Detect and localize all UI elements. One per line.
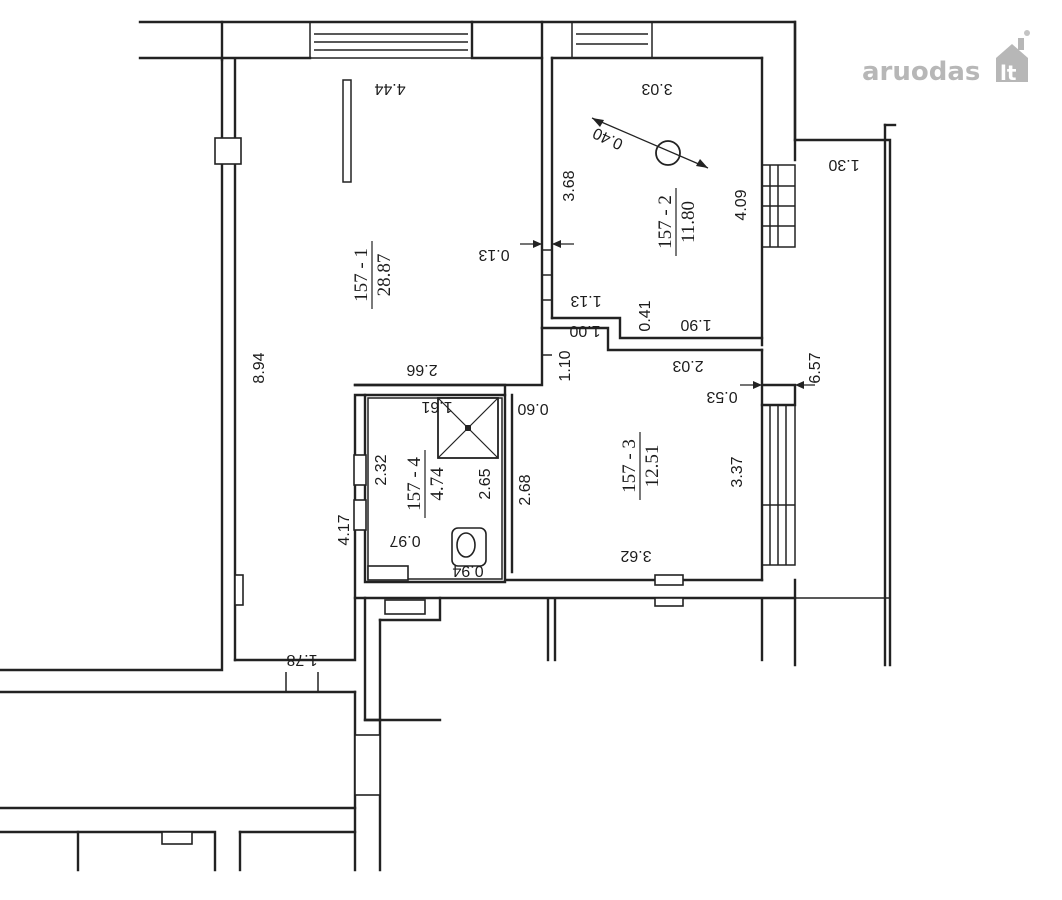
- room-number: 157 - 1: [351, 248, 372, 302]
- aruodas-watermark: aruodas lt: [862, 30, 1030, 87]
- dim-8-94: 8.94: [251, 352, 268, 383]
- shower-tray: [437, 397, 499, 459]
- dim-3-62: 3.62: [620, 547, 651, 564]
- dimension-arrows: [520, 240, 815, 389]
- boiler: [591, 117, 709, 169]
- walls: [0, 20, 897, 872]
- room-number: 157 - 3: [619, 439, 640, 493]
- room-label-157-2: 157 - 2 11.80: [655, 188, 699, 256]
- dim-2-65: 2.65: [477, 468, 494, 499]
- room-area: 4.74: [427, 467, 448, 501]
- toilet: [451, 527, 487, 567]
- dim-4-09: 4.09: [733, 189, 750, 220]
- room-area: 28.87: [374, 254, 395, 297]
- watermark-brand: aruodas: [862, 57, 980, 87]
- house-icon: [996, 30, 1030, 82]
- dim-0-41: 0.41: [637, 300, 654, 331]
- room-area: 12.51: [642, 445, 663, 488]
- dim-2-68: 2.68: [517, 474, 534, 505]
- dim-3-37: 3.37: [729, 456, 746, 487]
- dim-6-57: 6.57: [807, 352, 824, 383]
- dimension-labels: 4.44 3.03 0.40 1.30 0.13 1.13 1.90 1.00 …: [286, 80, 859, 668]
- dim-4-17: 4.17: [336, 514, 353, 545]
- dim-0-97: 0.97: [389, 532, 420, 549]
- dim-1-90: 1.90: [680, 316, 711, 333]
- dim-1-78: 1.78: [286, 651, 317, 668]
- dim-1-30: 1.30: [828, 156, 859, 173]
- dim-0-40: 0.40: [590, 124, 625, 153]
- room-label-157-4: 157 - 4 4.74: [404, 450, 448, 518]
- dim-0-94: 0.94: [452, 562, 483, 579]
- room-area: 11.80: [678, 201, 699, 243]
- dim-0-13: 0.13: [478, 246, 509, 263]
- dim-3-68: 3.68: [561, 170, 578, 201]
- fixtures: [342, 79, 709, 567]
- dim-1-00: 1.00: [569, 322, 600, 339]
- dim-1-13: 1.13: [570, 292, 601, 309]
- room-label-157-3: 157 - 3 12.51: [619, 432, 663, 500]
- dim-2-66: 2.66: [406, 361, 437, 378]
- dim-0-53: 0.53: [706, 388, 737, 405]
- room-number: 157 - 4: [404, 457, 425, 511]
- room-number: 157 - 2: [655, 195, 676, 249]
- dim-2-03: 2.03: [672, 357, 703, 374]
- dim-4-44: 4.44: [374, 80, 405, 97]
- room-label-157-1: 157 - 1 28.87: [351, 241, 395, 309]
- watermark-tld: lt: [1000, 61, 1017, 85]
- dim-1-61: 1.61: [421, 398, 452, 415]
- dim-0-60: 0.60: [517, 400, 548, 417]
- dimension-labels-vertical: 8.94 3.68 4.09 0.41 1.10 6.57 3.37 2.68 …: [251, 170, 824, 545]
- radiator: [342, 79, 352, 183]
- dim-3-03: 3.03: [641, 80, 672, 97]
- dim-1-10: 1.10: [557, 350, 574, 381]
- dim-2-32: 2.32: [373, 454, 390, 485]
